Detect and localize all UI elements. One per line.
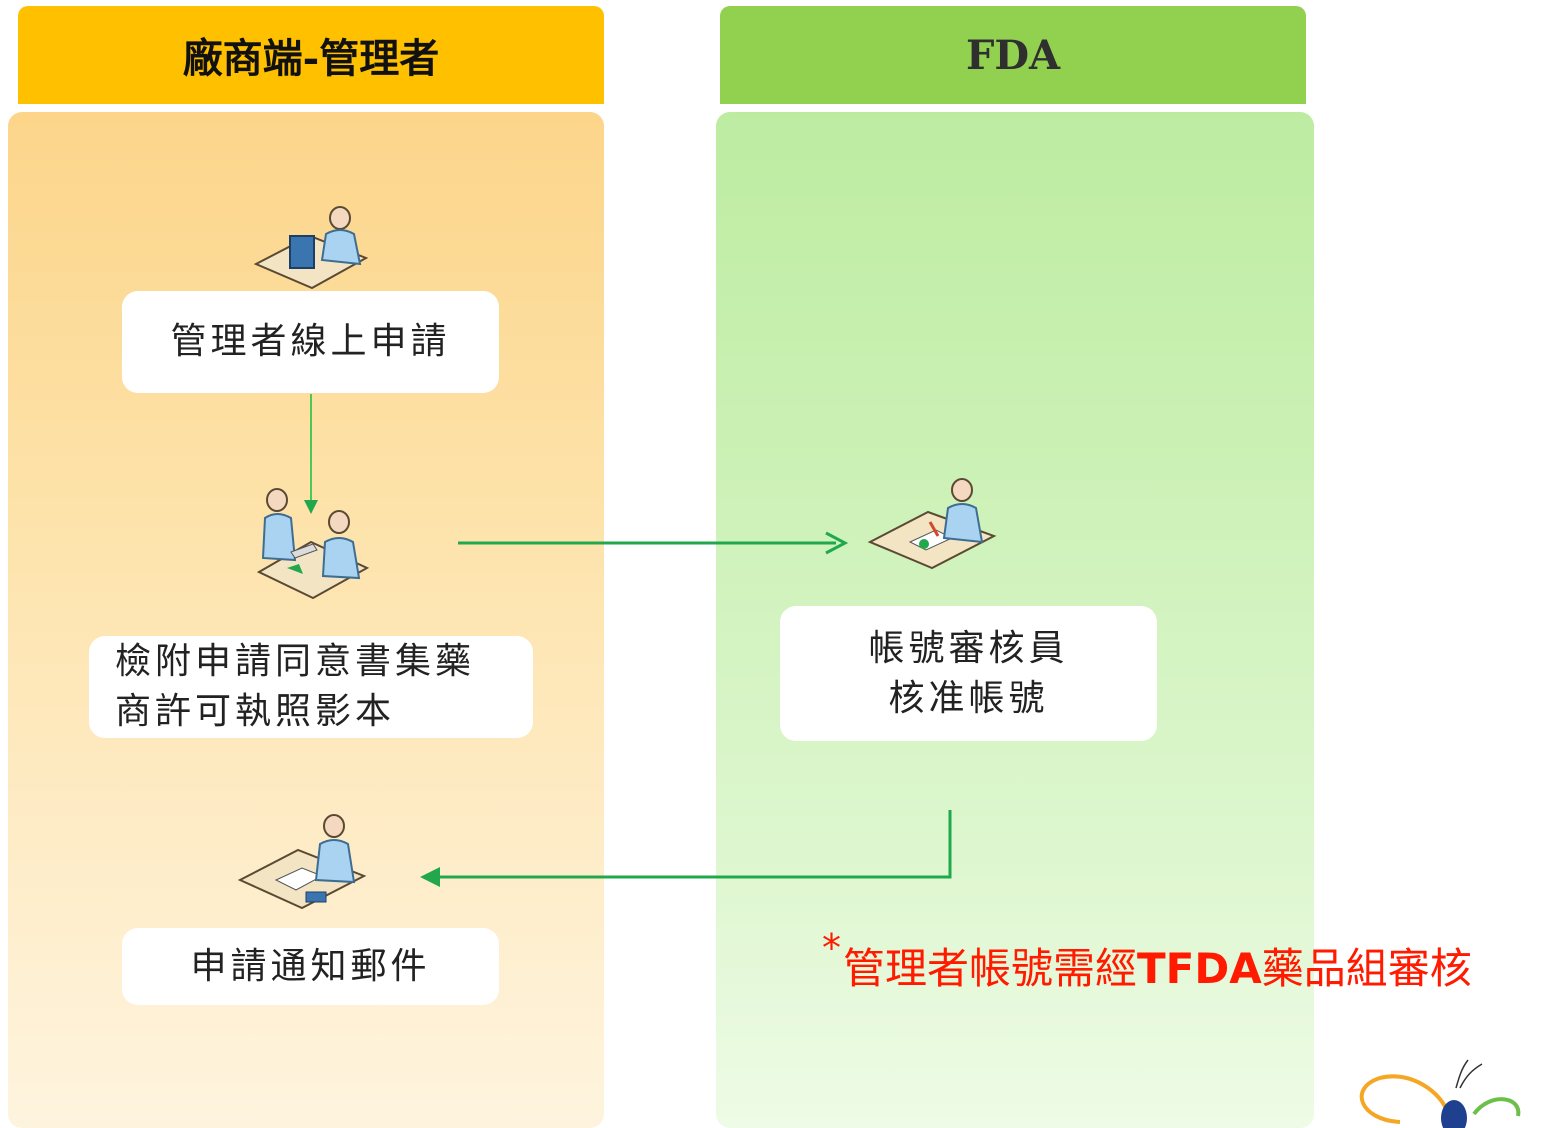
lane-title-vendor: 廠商端-管理者 [182,35,440,82]
step-attach-documents-line2: 商許可執照影本 [115,691,396,732]
arrow-approve-to-notify [432,810,952,879]
note-asterisk: * [822,926,841,970]
note-text-part2: 藥品組審核 [1261,944,1472,993]
arrowhead-down [304,500,318,514]
person-at-computer-icon [253,206,369,290]
lane-title-fda: FDA [965,31,1061,79]
step-apply-online: 管理者線上申請 [122,291,499,393]
step-attach-documents: 檢附申請同意書集藥 商許可執照影本 [89,636,533,738]
lane-header-fda: FDA [720,6,1306,104]
arrowhead-right [825,531,849,555]
step-approve-account-line2: 核准帳號 [888,677,1049,719]
note-text-bold: TFDA [1137,944,1262,993]
lane-header-vendor: 廠商端-管理者 [18,6,604,104]
step-approve-account: 帳號審核員 核准帳號 [780,606,1157,741]
step-notification-email-label: 申請通知郵件 [190,945,431,987]
step-approve-account-line1: 帳號審核員 [868,627,1069,669]
step-notification-email: 申請通知郵件 [122,928,499,1005]
two-people-exchange-icon [256,488,370,600]
step-apply-online-label: 管理者線上申請 [170,321,451,362]
arrowhead-left [420,867,440,887]
review-note: *管理者帳號需經TFDA藥品組審核 [822,918,1472,999]
note-text-part1: 管理者帳號需經 [843,944,1138,993]
person-reviewing-document-icon [867,478,997,570]
step-attach-documents-line1: 檢附申請同意書集藥 [115,641,476,682]
person-writing-icon [237,814,367,910]
butterfly-logo-icon [1359,1059,1521,1128]
